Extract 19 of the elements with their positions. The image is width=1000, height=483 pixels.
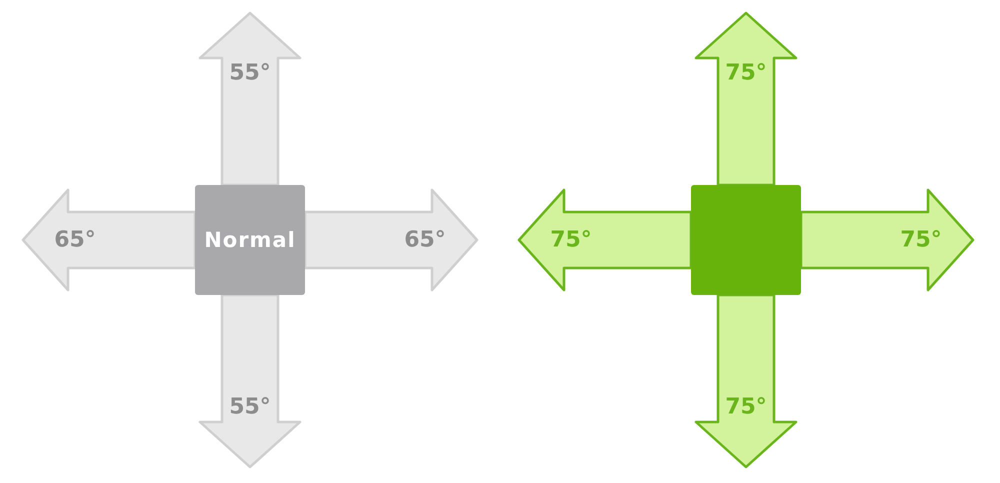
box-label: Normal (204, 228, 296, 252)
angle-label: 75° (725, 60, 767, 86)
block-arrow (694, 294, 798, 468)
block-arrow (198, 294, 302, 468)
block-arrow (694, 12, 798, 186)
angle-label: 75° (900, 228, 942, 252)
center-box (195, 185, 305, 295)
angle-label: 75° (550, 228, 592, 252)
block-arrow (518, 188, 692, 292)
angle-label: 65° (54, 228, 96, 252)
angle-label: 55° (229, 394, 271, 420)
center-box (691, 185, 801, 295)
angle-label: 55° (229, 60, 271, 86)
angle-label: 75° (725, 394, 767, 420)
angle-label: 65° (404, 228, 446, 252)
block-arrow (198, 12, 302, 186)
block-arrow (800, 188, 974, 292)
block-arrow (304, 188, 478, 292)
block-arrow (22, 188, 196, 292)
